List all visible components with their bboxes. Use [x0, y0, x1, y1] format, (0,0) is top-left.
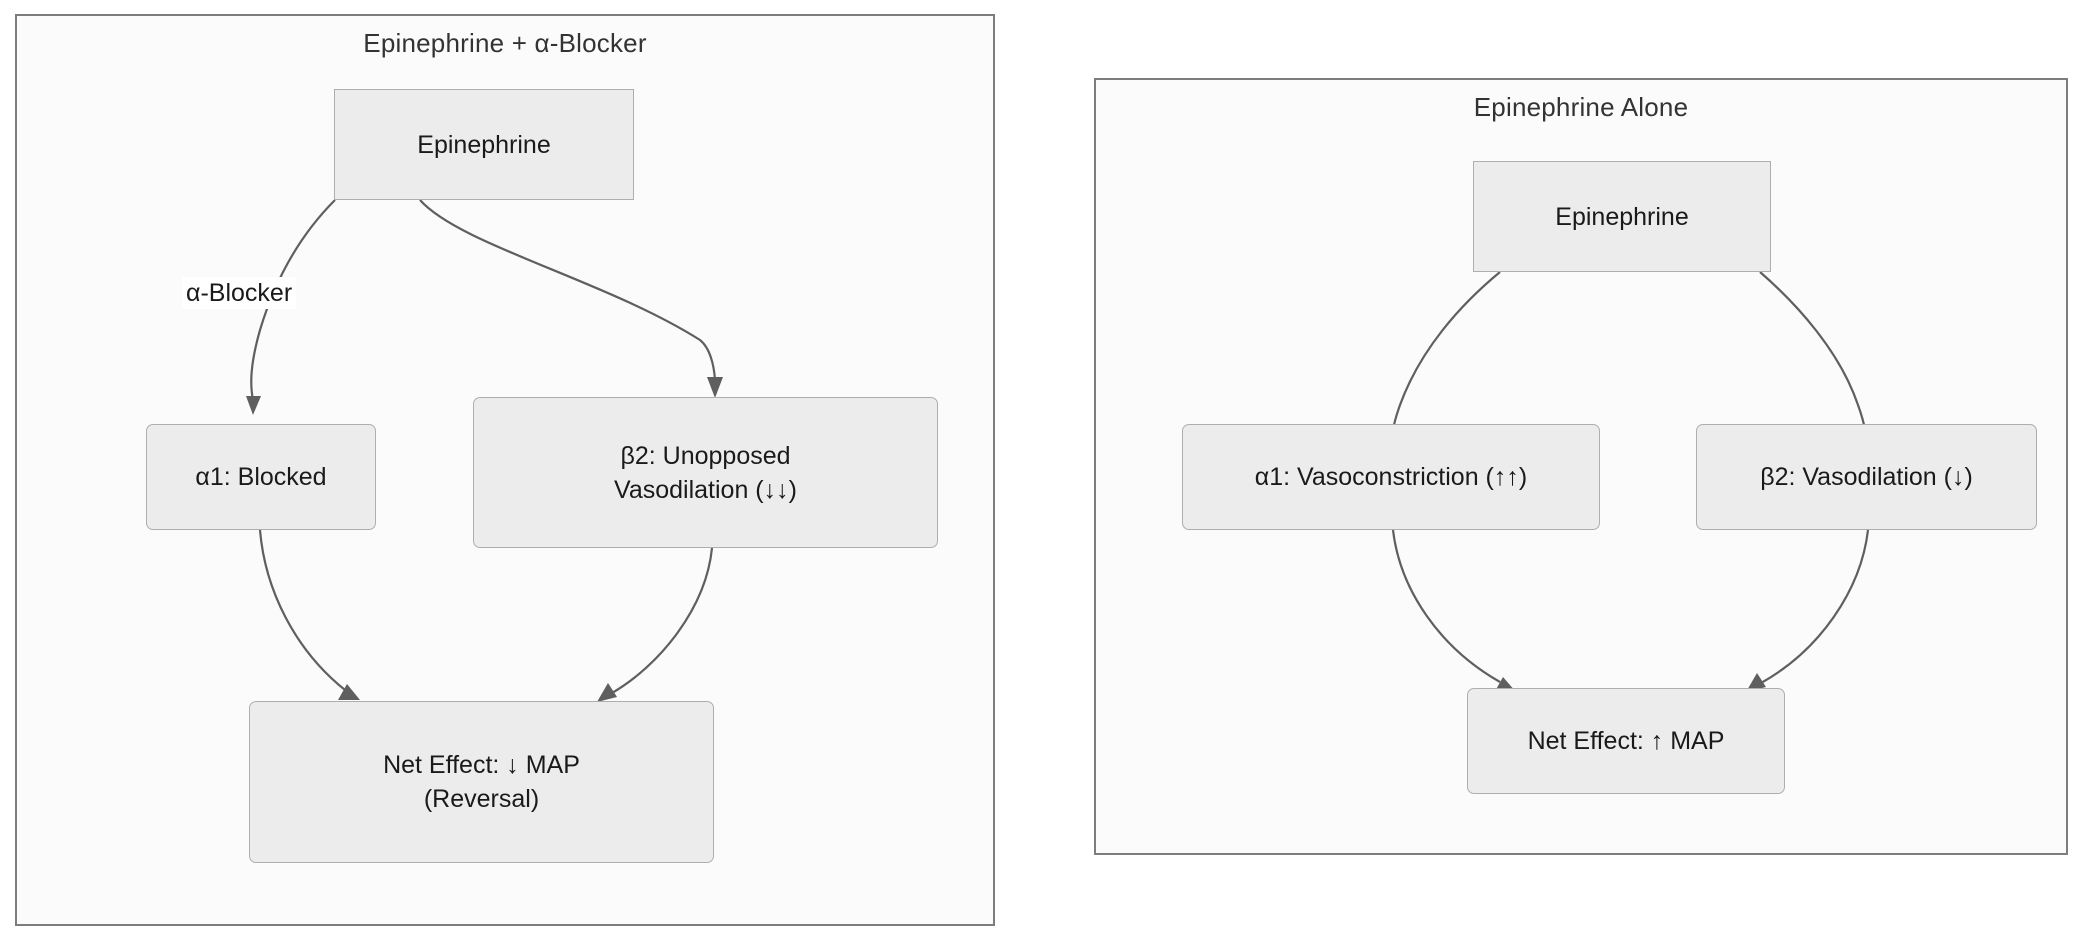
node-label: α1: Blocked: [195, 463, 327, 491]
panel-title-left: Epinephrine + α-Blocker: [363, 28, 647, 58]
node-epinephrine-left[interactable]: Epinephrine: [334, 89, 634, 200]
node-label-line-2: Vasodilation (↓↓): [614, 475, 797, 504]
node-beta2-unopposed-vasodilation[interactable]: β2: Unopposed Vasodilation (↓↓): [473, 397, 938, 548]
panel-title-right: Epinephrine Alone: [1473, 92, 1689, 122]
node-label: β2: Vasodilation (↓): [1760, 463, 1973, 491]
node-label-line-1: Net Effect: ↓ MAP: [383, 751, 580, 779]
node-label-line-2: (Reversal): [423, 785, 540, 813]
node-alpha1-blocked[interactable]: α1: Blocked: [146, 424, 376, 530]
node-label: Net Effect: ↑ MAP: [1527, 727, 1725, 755]
node-beta2-vasodilation[interactable]: β2: Vasodilation (↓): [1696, 424, 2037, 530]
node-net-effect-decreased-map[interactable]: Net Effect: ↓ MAP (Reversal): [249, 701, 714, 863]
node-epinephrine-right[interactable]: Epinephrine: [1473, 161, 1771, 272]
node-label-line-1: β2: Unopposed: [620, 441, 791, 470]
node-label: Epinephrine: [1555, 202, 1689, 231]
node-label: α1: Vasoconstriction (↑↑): [1254, 463, 1528, 491]
edge-label-alpha-blocker: α-Blocker: [182, 277, 297, 309]
node-alpha1-vasoconstriction[interactable]: α1: Vasoconstriction (↑↑): [1182, 424, 1600, 530]
node-label: Epinephrine: [417, 130, 551, 159]
node-net-effect-increased-map[interactable]: Net Effect: ↑ MAP: [1467, 688, 1785, 794]
